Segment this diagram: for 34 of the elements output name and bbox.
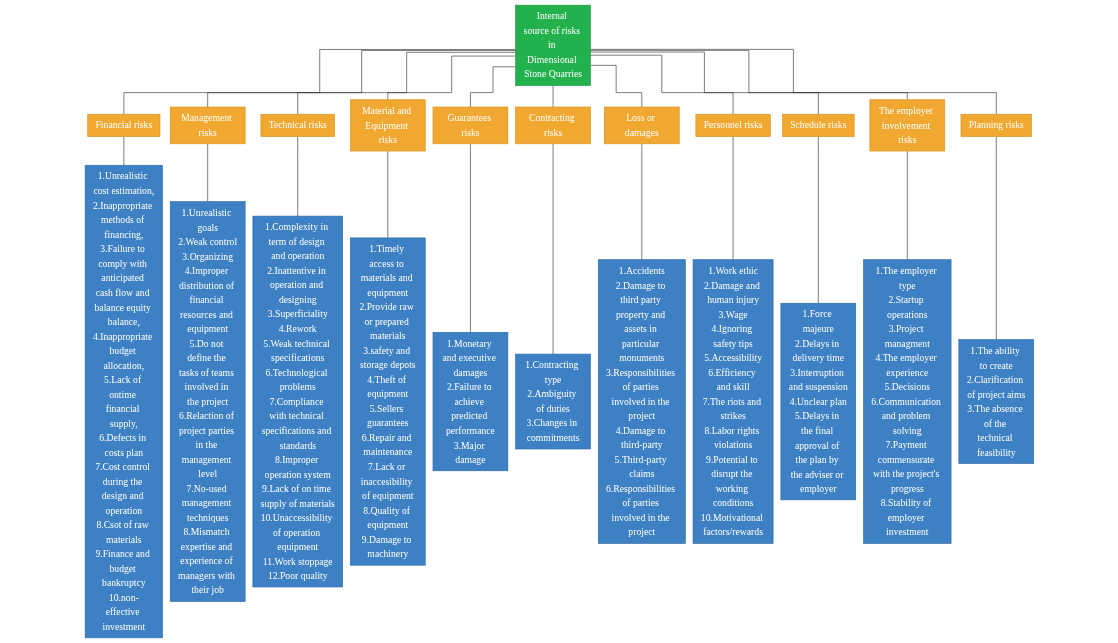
- node-box: 1.Force majeure 2.Delays in delivery time 3.Interruption and suspension 4.Unclear plan 5.Delays in the final approval of the plan by the adviser or employer: [780, 302, 856, 501]
- connector: [123, 49, 516, 115]
- connector: [589, 54, 733, 115]
- node-box: 1.The ability to create 2.Clarification of project aims 3.The absence of the technical feasibility: [958, 339, 1034, 464]
- connector: [589, 49, 997, 115]
- node-box: Financial risks: [86, 113, 160, 137]
- node-box: 1.The employer type 2.Startup operations 3.Project managment 4.The employer experience 5.Decisions 6.Communication and problem solving 7.Payment commensurate with the project's progress 8.Stability of employer investment: [862, 259, 951, 544]
- node-box: Loss or damages: [603, 106, 680, 145]
- connector: [297, 51, 516, 115]
- node-box: The employer involvement risks: [869, 99, 945, 152]
- connector: [589, 65, 642, 108]
- node-box: 1.Timely access to materials and equipment 2.Provide raw or prepared materials 3.safety and storage depots 4.Theft of equipment 5.Sellers guarantees 6.Repair and maintenance 7.Lack or inaccesibility of equipment 8.Quality of equipment 9.Damage to machinery: [349, 237, 426, 566]
- connector: [589, 50, 908, 101]
- node-box: 1.Accidents 2.Damage to third party property and assets in particular monuments 3.Responsibilities of parties involved in the project 4.Damage to third-party 5.Third-party claims 6.Responsibilities of parties involved in the project: [597, 259, 686, 544]
- node-box: Guarantees risks: [432, 106, 508, 145]
- connector: [469, 66, 516, 108]
- node-box: Management risks: [169, 106, 246, 145]
- node-box: 1.Unrealistic goals 2.Weak control 3.Organizing 4.Improper distribution of financial resources and equipment 5.Do not define the tasks of teams involved in the project 6.Relaction of project parties in the management level 7.No-used management techniques 8.Mismatch expertise and experience of managers with their job: [169, 201, 246, 602]
- node-box: Planning risks: [960, 113, 1032, 137]
- node-box: 1.Monetary and executive damages 2.Failure to achieve predicted performance 3.Major damage: [432, 332, 508, 472]
- connector: [206, 50, 516, 108]
- node-box: Internal source of risks in Dimensional Stone Quarries: [514, 4, 591, 86]
- connector: [469, 143, 471, 333]
- node-box: 1.Complexity in term of design and operation 2.Inattentive in operation and designing 3.Superficiality 4.Rework 5.Weak technical specifications 6.Technological problems 7.Compliance with technical specifications and standards 8.Improper operation system 9.Lack of on time supply of materials 10.Unaccessibility of operation equipment 11.Work stoppage 12.Poor quality: [252, 215, 343, 588]
- node-box: 1.Unrealistic cost estimation, 2.Inappropriate methods of financing, 3.Failure to comply with anticipated cash flow and balance equity balance, 4.Inappropriate budget allocation, 5.Lack of ontime financial supply, 6.Defects in costs plan 7.Cost control during the design and operation 8.Csot of raw materials 9.Finance and budget bankruptcy 10.non-effective investment: [84, 164, 163, 639]
- node-box: Material and Equipment risks: [349, 99, 426, 152]
- node-box: 1.Work ethic 2.Damage and human injury 3.Wage 4.Ignoring safety tips 5.Accessibility 6.Efficiency and skill 7.The riots and strikes 8.Labor rights violations 9.Potential to disrupt the working conditions 10.Motivational factors/rewards: [692, 259, 773, 544]
- node-box: 1.Contracting type 2.Ambiguity of duties 3.Changes in commitments: [514, 353, 591, 450]
- node-box: Technical risks: [260, 113, 335, 137]
- connector: [589, 51, 819, 115]
- node-box: Personnel risks: [695, 113, 771, 137]
- node-box: Schedule risks: [781, 113, 855, 137]
- node-box: Contracting risks: [514, 106, 591, 145]
- connector: [387, 55, 516, 101]
